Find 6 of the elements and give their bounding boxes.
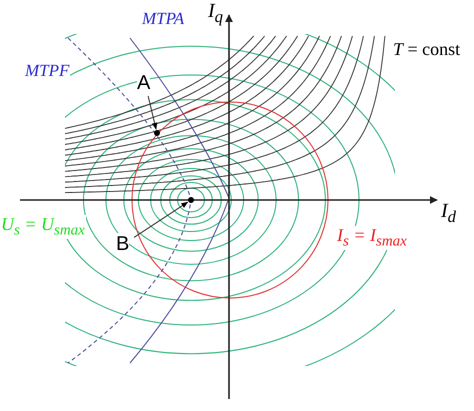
curve-label: MTPF [24,62,70,81]
point-marker [154,130,160,136]
curve-label: U$_{s}$ = U$_{smax}$ [0,215,86,240]
leader-arrow [148,96,158,130]
curve-label: I$_{s}$ = I$_{smax}$ [336,226,408,250]
point-marker [188,197,194,203]
